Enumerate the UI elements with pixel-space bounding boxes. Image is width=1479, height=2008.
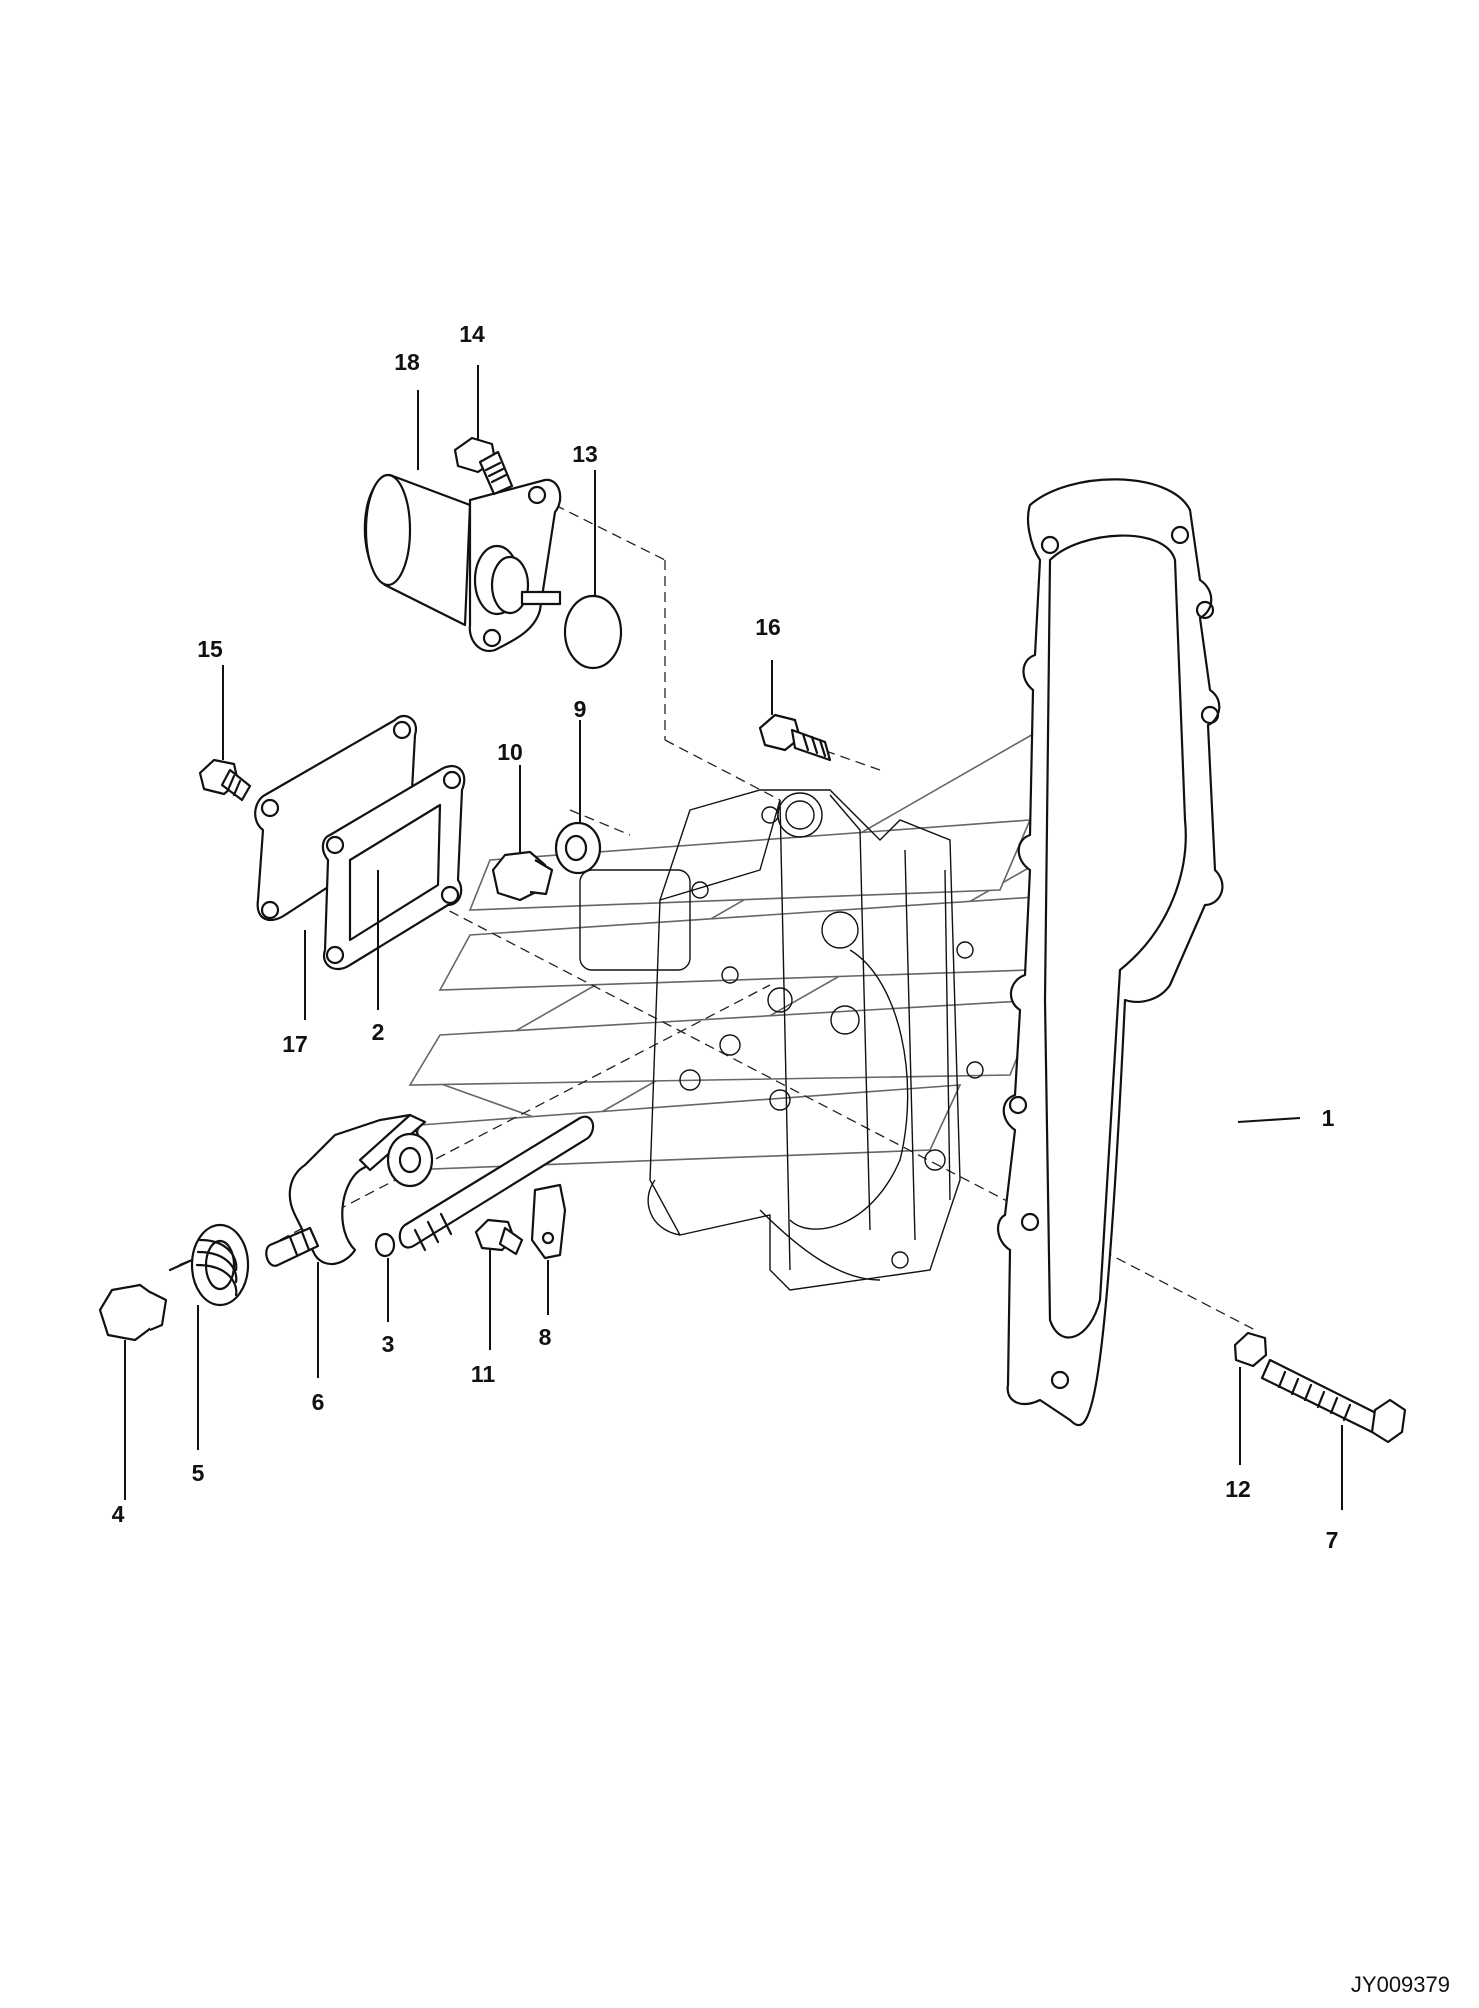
callout-label: 16 <box>755 614 781 640</box>
callout-labels: 1 2 3 4 5 6 7 8 9 10 11 12 13 14 15 16 1… <box>112 321 1339 1553</box>
governor-housing <box>579 789 984 1291</box>
part-7-bolt <box>1260 1358 1407 1444</box>
part-16-bolt <box>758 713 832 762</box>
callout-label: 18 <box>394 349 420 375</box>
part-3-o-ring <box>374 1232 396 1258</box>
part-8-shaft <box>398 1115 595 1260</box>
callout-label: 15 <box>197 636 223 662</box>
part-5-spring <box>168 1223 250 1307</box>
part-6-lever <box>265 1113 434 1267</box>
part-14-bolt <box>453 436 514 496</box>
callout-label: 5 <box>192 1460 205 1486</box>
part-12-nut <box>1233 1331 1268 1368</box>
part-2-gasket <box>321 765 466 971</box>
callout-label: 10 <box>497 739 523 765</box>
part-4-plug <box>98 1283 168 1342</box>
part-15-bolt <box>198 758 252 802</box>
part-13-o-ring <box>563 594 623 670</box>
callout-label: 14 <box>459 321 485 347</box>
callout-label: 12 <box>1225 1476 1251 1502</box>
part-9-washer <box>554 821 602 875</box>
part-18-solenoid <box>363 473 562 653</box>
part-11-bolt <box>474 1218 524 1256</box>
callout-label: 3 <box>382 1331 395 1357</box>
drawing-code: JY009379 <box>1351 1972 1450 1997</box>
callout-label: 7 <box>1326 1527 1339 1553</box>
part-1-gasket <box>997 478 1224 1427</box>
callout-label: 8 <box>539 1324 552 1350</box>
callout-label: 13 <box>572 441 598 467</box>
callout-label: 17 <box>282 1031 308 1057</box>
callout-label: 2 <box>372 1019 385 1045</box>
callout-label: 4 <box>112 1501 125 1527</box>
callout-label: 9 <box>574 696 587 722</box>
callout-label: 1 <box>1322 1105 1335 1131</box>
callout-leaders <box>124 365 1343 1510</box>
callout-label: 11 <box>471 1361 496 1387</box>
part-10-plug <box>491 850 554 902</box>
callout-label: 6 <box>312 1389 325 1415</box>
